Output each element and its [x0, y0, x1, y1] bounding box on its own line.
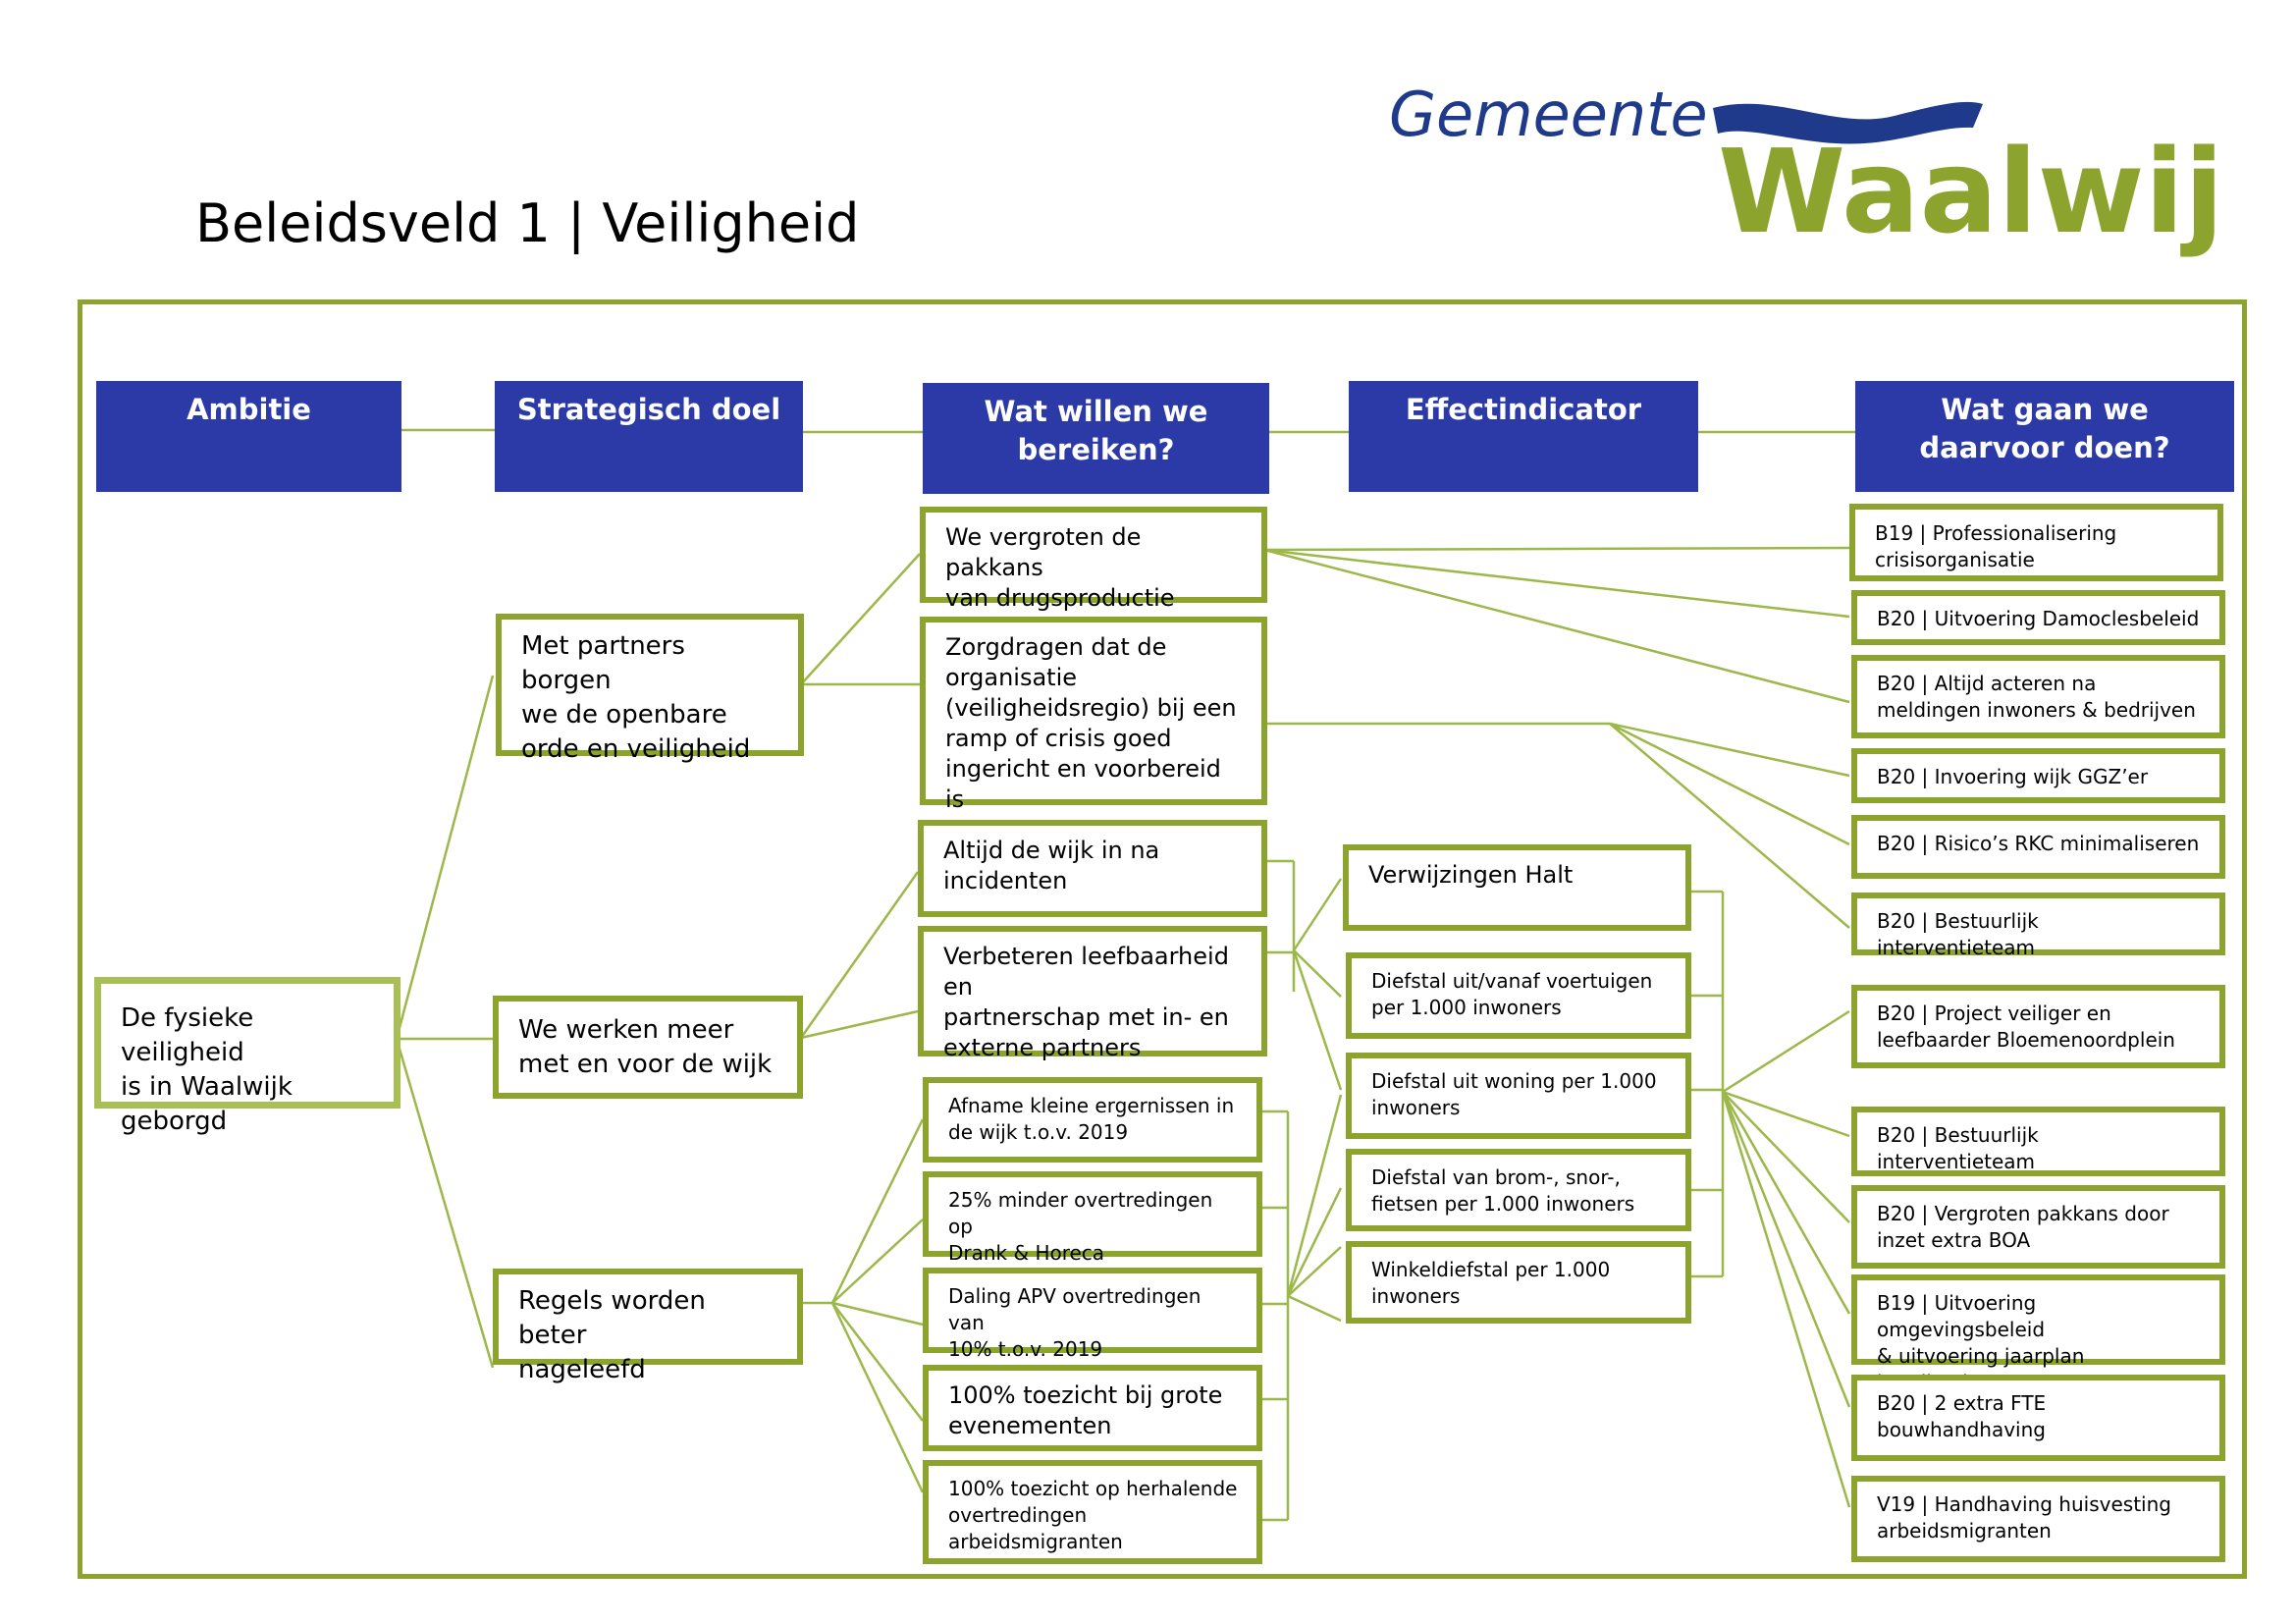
- effectindicator-box: Diefstal van brom-, snor-, fietsen per 1…: [1346, 1149, 1691, 1231]
- effectindicator-box: Diefstal uit/vanaf voertuigen per 1.000 …: [1346, 952, 1691, 1039]
- actie-box: B20 | Project veiliger en leefbaarder Bl…: [1851, 985, 2225, 1068]
- actie-box: B20 | Bestuurlijk interventieteam: [1851, 1107, 2225, 1176]
- actie-box: B19 | Uitvoering omgevingsbeleid & uitvo…: [1851, 1274, 2225, 1394]
- strategisch-doel-box: Regels worden beter nageleefd: [493, 1269, 803, 1384]
- gemeente-waalwijk-logo: Gemeente Waalwijk: [1389, 86, 2228, 259]
- bereiken-box: Altijd de wijk in na incidenten: [918, 820, 1267, 917]
- page-title: Beleidsveld 1 | Veiligheid: [195, 192, 860, 254]
- header-wat-gaan-we-doen: Wat gaan we daarvoor doen?: [1855, 381, 2234, 492]
- effectindicator-box: Diefstal uit woning per 1.000 inwoners: [1346, 1053, 1691, 1139]
- effectindicator-box: Verwijzingen Halt: [1343, 844, 1691, 931]
- svg-text:Waalwijk: Waalwijk: [1718, 124, 2228, 259]
- actie-box: V19 | Handhaving huisvesting arbeidsmigr…: [1851, 1476, 2225, 1562]
- header-strategisch-doel: Strategisch doel: [495, 381, 803, 492]
- actie-box: B20 | Bestuurlijk interventieteam: [1851, 893, 2225, 959]
- header-effectindicator: Effectindicator: [1349, 381, 1698, 492]
- diagram-frame: [78, 299, 2247, 1579]
- bereiken-box: Zorgdragen dat de organisatie (veilighei…: [920, 617, 1267, 813]
- bereiken-box: Afname kleine ergernissen in de wijk t.o…: [923, 1077, 1262, 1163]
- actie-box: B20 | Risico’s RKC minimaliseren: [1851, 815, 2225, 879]
- bereiken-box: Verbeteren leefbaarheid en partnerschap …: [918, 926, 1267, 1061]
- bereiken-box: 25% minder overtredingen op Drank & Hore…: [923, 1171, 1262, 1265]
- actie-box: B20 | 2 extra FTE bouwhandhaving: [1851, 1375, 2225, 1461]
- bereiken-box: We vergroten de pakkans van drugsproduct…: [920, 507, 1267, 612]
- svg-text:Gemeente: Gemeente: [1389, 86, 1708, 150]
- actie-box: B20 | Uitvoering Damoclesbeleid: [1851, 590, 2225, 645]
- bereiken-box: Daling APV overtredingen van 10% t.o.v. …: [923, 1268, 1262, 1361]
- bereiken-box: 100% toezicht bij grote evenementen: [923, 1365, 1262, 1451]
- ambitie-box: De fysieke veiligheid is in Waalwijk geb…: [94, 977, 400, 1136]
- header-ambitie: Ambitie: [96, 381, 401, 492]
- header-wat-willen-we-bereiken: Wat willen we bereiken?: [923, 383, 1269, 494]
- actie-box: B20 | Altijd acteren na meldingen inwone…: [1851, 655, 2225, 738]
- strategisch-doel-box: We werken meer met en voor de wijk: [493, 996, 803, 1099]
- strategisch-doel-box: Met partners borgen we de openbare orde …: [496, 614, 804, 764]
- bereiken-box: 100% toezicht op herhalende overtredinge…: [923, 1460, 1262, 1564]
- actie-box: B20 | Invoering wijk GGZ’er: [1851, 748, 2225, 803]
- actie-box: B19 | Professionalisering crisisorganisa…: [1849, 504, 2223, 581]
- effectindicator-box: Winkeldiefstal per 1.000 inwoners: [1346, 1241, 1691, 1324]
- actie-box: B20 | Vergroten pakkans door inzet extra…: [1851, 1185, 2225, 1269]
